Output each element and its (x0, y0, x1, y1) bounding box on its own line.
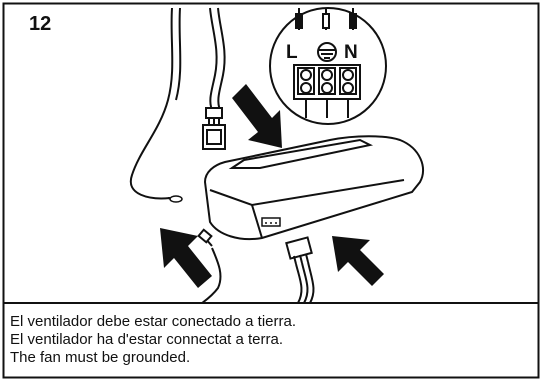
arrow-up-left-icon-2 (332, 236, 384, 286)
wire-with-plug-left (129, 7, 226, 200)
sensor-probe (167, 195, 183, 203)
caption: El ventilador debe estar conectado a tie… (10, 313, 530, 367)
terminal-block-callout: L N (269, 7, 387, 125)
receiver-module (203, 135, 425, 241)
arrow-down-right-icon (232, 84, 282, 148)
step-number: 12 (29, 13, 52, 35)
lower-left-wire (197, 228, 222, 304)
lower-right-plug (285, 236, 315, 304)
ground-symbol-icon (317, 42, 337, 62)
caption-line-spanish: El ventilador debe estar conectado a tie… (10, 313, 297, 330)
terminal-label-neutral: N (344, 42, 358, 63)
terminal-label-line: L (286, 42, 298, 63)
caption-line-catalan: El ventilador ha d'estar connectat a ter… (10, 331, 284, 348)
caption-line-english: The fan must be grounded. (10, 349, 191, 366)
arrow-up-left-icon (160, 228, 212, 288)
